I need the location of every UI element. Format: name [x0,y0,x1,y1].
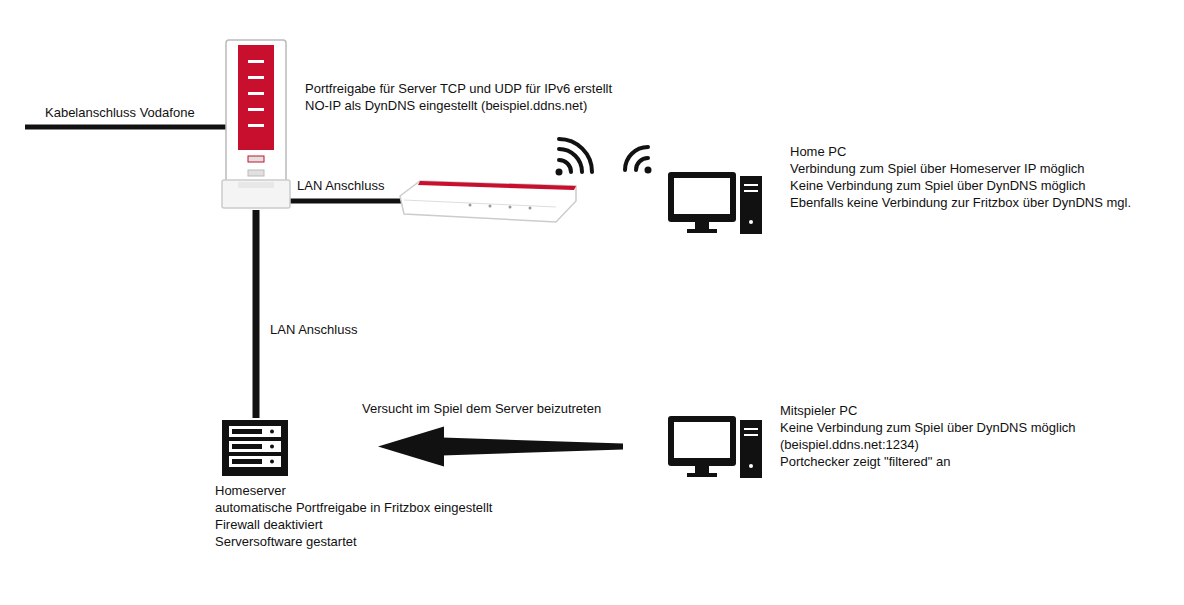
node-note: Firewall deaktiviert [215,516,492,533]
server-icon [222,420,288,476]
pc-icon [668,172,762,234]
node-note: Verbindung zum Spiel über Homeserver IP … [790,160,1131,177]
wifi-symbol [625,147,652,174]
lan-cable [256,210,257,418]
node-note: (beispiel.ddns.net:1234) [780,436,1076,453]
node-note: NO-IP als DynDNS eingestellt (beispiel.d… [305,97,612,114]
home-pc-node: Home PCVerbindung zum Spiel über Homeser… [668,168,763,236]
edge-label: LAN Anschluss [268,321,359,338]
router [400,181,576,222]
homeserver-node: Homeserverautomatische Portfreigabe in F… [220,418,290,476]
node-heading: Homeserver [215,482,492,499]
node-text-block: Portfreigabe für Server TCP und UDP für … [305,80,612,114]
lan-line [288,199,402,204]
node-note: Serversoftware gestartet [215,533,492,550]
cable-modem [222,40,290,208]
wifi-symbol [556,139,593,176]
node-text-block: Home PCVerbindung zum Spiel über Homeser… [790,143,1131,211]
node-note: Ebenfalls keine Verbindung zur Fritzbox … [790,194,1131,211]
node-note: Keine Verbindung zum Spiel über DynDNS m… [780,419,1076,436]
node-note: automatische Portfreigabe in Fritzbox ei… [215,499,492,516]
join-arrow [378,427,623,467]
cable-modem-node: Portfreigabe für Server TCP und UDP für … [222,40,290,210]
node-heading: Mitspieler PC [780,402,1076,419]
player-pc-node: Mitspieler PCKeine Verbindung zum Spiel … [668,412,763,480]
cable-line [25,125,228,130]
node-text-block: Mitspieler PCKeine Verbindung zum Spiel … [780,402,1076,470]
pc-icon [668,416,762,478]
node-heading: Portfreigabe für Server TCP und UDP für … [305,80,612,97]
edge-label: Versucht im Spiel dem Server beizutreten [360,400,603,417]
node-note: Keine Verbindung zum Spiel über DynDNS m… [790,177,1131,194]
node-note: Portchecker zeigt "filtered" an [780,453,1076,470]
node-heading: Home PC [790,143,1131,160]
node-text-block: Homeserverautomatische Portfreigabe in F… [215,482,492,550]
line-label: Kabelanschluss Vodafone [43,104,197,121]
line-label: LAN Anschluss [295,177,386,194]
